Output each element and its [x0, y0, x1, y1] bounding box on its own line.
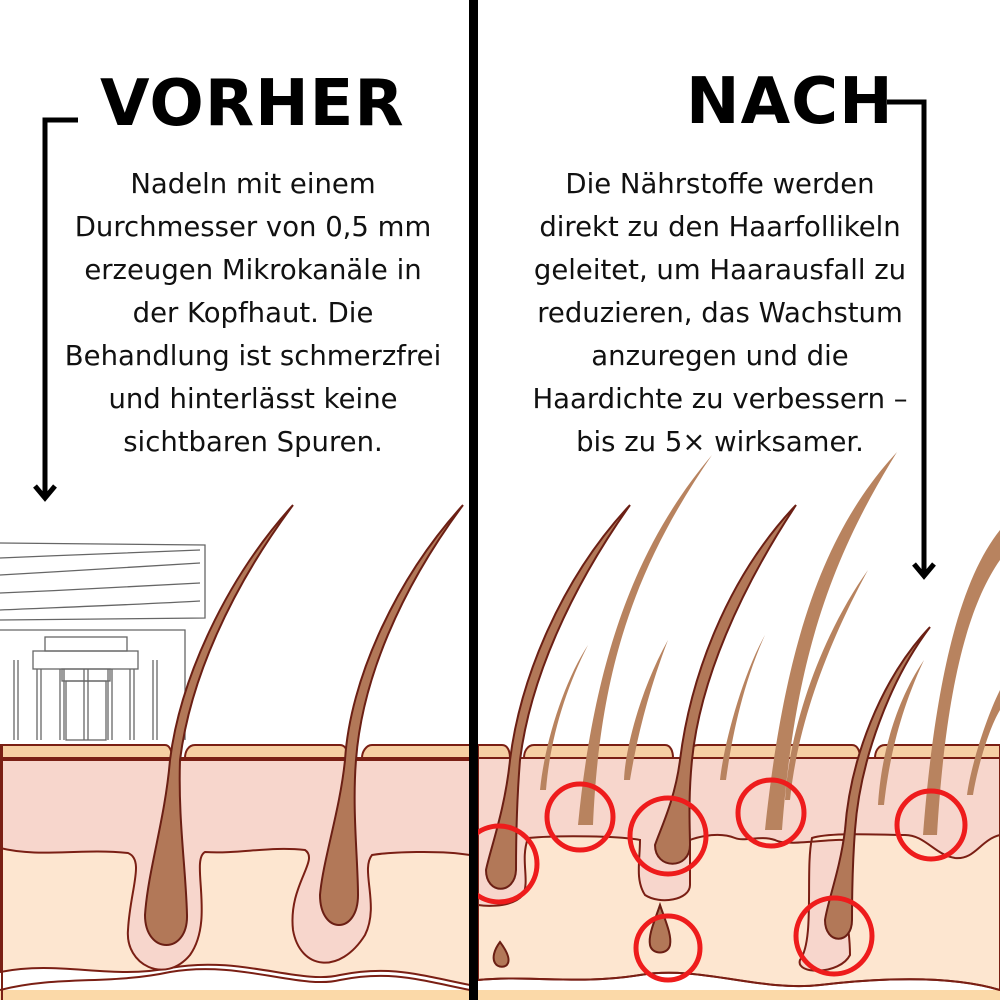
- panel-divider: [469, 0, 478, 1000]
- description-line: reduzieren, das Wachstum: [537, 297, 903, 329]
- hair-strand: [143, 504, 464, 946]
- description-line: sichtbaren Spuren.: [123, 426, 383, 458]
- after-heading: NACH: [686, 65, 894, 139]
- description-line: Durchmesser von 0,5 mm: [74, 211, 432, 243]
- description-line: der Kopfhaut. Die: [132, 297, 374, 329]
- description-line: erzeugen Mikrokanäle in: [84, 254, 422, 286]
- description-line: geleitet, um Haarausfall zu: [533, 254, 907, 286]
- description-line: Nadeln mit einem: [130, 168, 376, 200]
- description-line: Haardichte zu verbessern –: [532, 383, 908, 415]
- follicle-highlight-circle: [478, 777, 968, 983]
- before-illustration: [0, 117, 470, 1000]
- description-line: anzuregen und die: [591, 340, 849, 372]
- skin-layers: [478, 744, 1000, 1000]
- description-line: Behandlung ist schmerzfrei: [64, 340, 442, 372]
- down-arrow-icon: [33, 117, 78, 502]
- after-panel: NACH Die Nährstoffe werden direkt zu den…: [478, 0, 1000, 1000]
- description-line: direkt zu den Haarfollikeln: [539, 211, 901, 243]
- before-panel: VORHER Nadeln mit einem Durchmesser von …: [0, 0, 470, 1000]
- before-description: Nadeln mit einem Durchmesser von 0,5 mm …: [38, 163, 468, 464]
- microneedle-device: [0, 542, 206, 741]
- before-heading: VORHER: [100, 67, 405, 141]
- after-description: Die Nährstoffe werden direkt zu den Haar…: [500, 163, 940, 464]
- after-illustration: [478, 99, 1000, 1000]
- description-line: und hinterlässt keine: [108, 383, 398, 415]
- skin-layers: [0, 744, 470, 1000]
- hair-strand: [484, 504, 931, 968]
- down-arrow-icon: [887, 99, 936, 580]
- description-line: bis zu 5× wirksamer.: [576, 426, 864, 458]
- description-line: Die Nährstoffe werden: [565, 168, 875, 200]
